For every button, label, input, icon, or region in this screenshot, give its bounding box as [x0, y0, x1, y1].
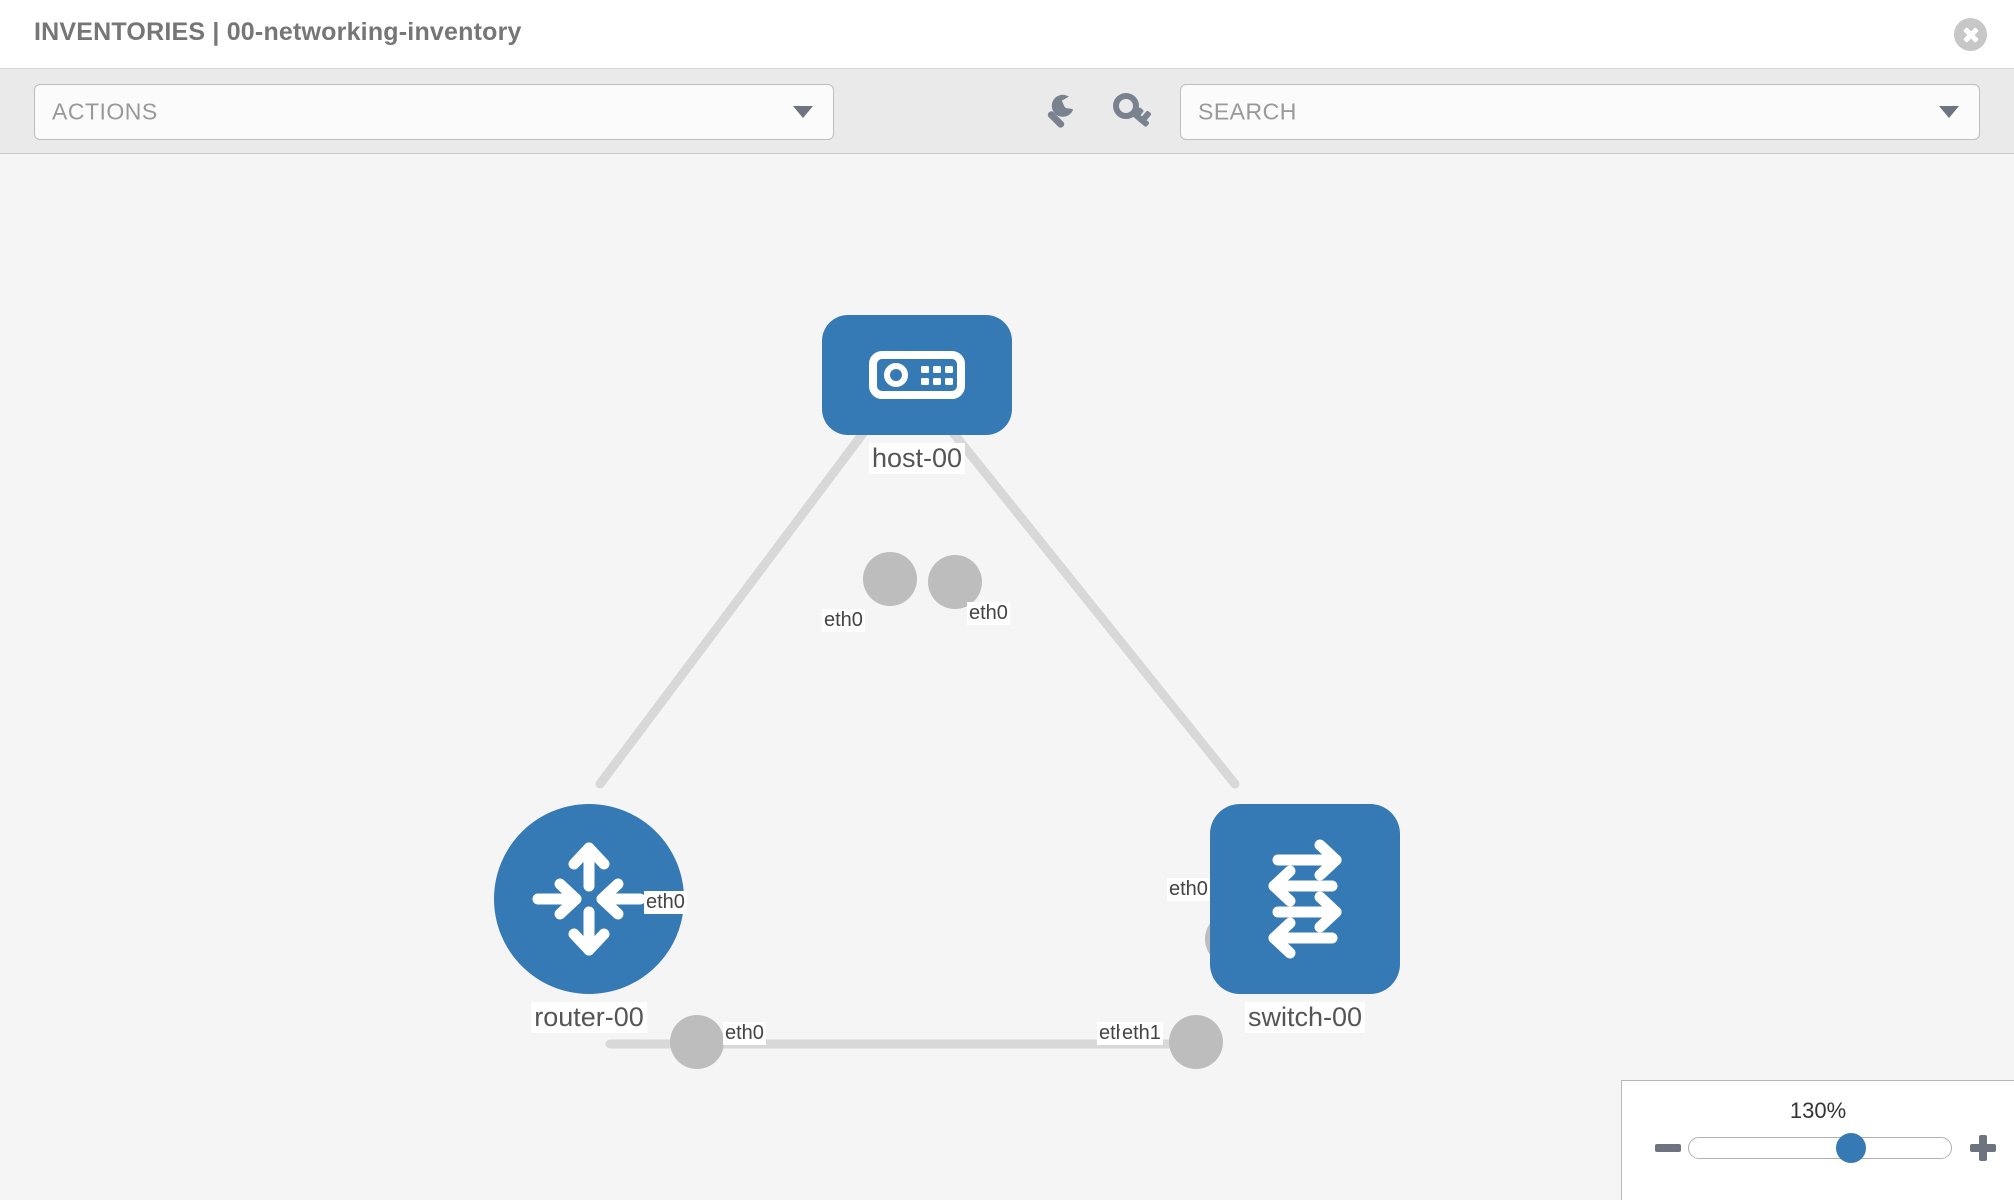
actions-dropdown-label: ACTIONS — [52, 98, 158, 125]
zoom-control-panel: 130% — [1621, 1080, 2014, 1200]
plus-icon-v — [1979, 1135, 1987, 1161]
switch-00-label: switch-00 — [1244, 1002, 1366, 1033]
wrench-icon[interactable] — [1032, 84, 1088, 140]
connector-host-left[interactable] — [863, 552, 917, 606]
chevron-down-icon — [793, 106, 813, 118]
wrench-icon-glyph — [1047, 94, 1074, 128]
server-icon — [869, 351, 965, 399]
zoom-slider[interactable] — [1688, 1133, 1952, 1163]
topology-graph — [595, 399, 1259, 1069]
host-00-shape — [822, 315, 1012, 435]
router-00-label: router-00 — [531, 1002, 647, 1033]
topology-node-switch-00[interactable]: switch-00 — [1210, 804, 1400, 1054]
port-label-switch-left: eth1 — [1120, 1022, 1163, 1045]
actions-dropdown[interactable]: ACTIONS — [34, 84, 834, 140]
link-router-host[interactable] — [595, 399, 890, 789]
switch-00-shape — [1210, 804, 1400, 994]
connector-switch-left[interactable] — [1169, 1015, 1223, 1069]
port-label-host-right: eth0 — [967, 602, 1010, 625]
port-label-host-left: eth0 — [822, 609, 865, 632]
switch-arrows-icon — [1268, 839, 1342, 959]
port-label-router-upper: eth0 — [644, 891, 687, 914]
router-arrows-icon — [532, 842, 646, 956]
zoom-slider-handle[interactable] — [1836, 1133, 1867, 1163]
zoom-out-button[interactable] — [1651, 1131, 1685, 1165]
minus-icon — [1655, 1144, 1681, 1152]
chevron-down-icon — [1939, 106, 1959, 118]
port-label-switch-upper: eth0 — [1167, 878, 1210, 901]
page-title: INVENTORIES | 00-networking-inventory — [34, 18, 522, 46]
search-dropdown[interactable]: SEARCH — [1180, 84, 1980, 140]
link-host-switch[interactable] — [925, 399, 1240, 789]
port-label-router-right: eth0 — [723, 1022, 766, 1045]
topology-node-router-00[interactable]: router-00 — [494, 804, 684, 1054]
page-header: INVENTORIES | 00-networking-inventory — [0, 0, 2014, 69]
close-icon[interactable] — [1954, 18, 1987, 51]
connector-router-right[interactable] — [670, 1015, 724, 1069]
connector-host-right[interactable] — [928, 555, 982, 609]
topology-node-host-00[interactable]: host-00 — [822, 315, 1012, 545]
key-icon-glyph — [1113, 93, 1151, 127]
host-00-label: host-00 — [868, 443, 966, 474]
zoom-level-label: 130% — [1789, 1098, 1847, 1123]
key-icon[interactable] — [1104, 84, 1160, 140]
search-input-value[interactable]: SEARCH — [1198, 98, 1297, 125]
zoom-in-button[interactable] — [1966, 1131, 2000, 1165]
toolbar: ACTIONS SEARCH — [0, 69, 2014, 154]
topology-canvas[interactable]: host-00 router-00 — [0, 154, 2014, 1200]
